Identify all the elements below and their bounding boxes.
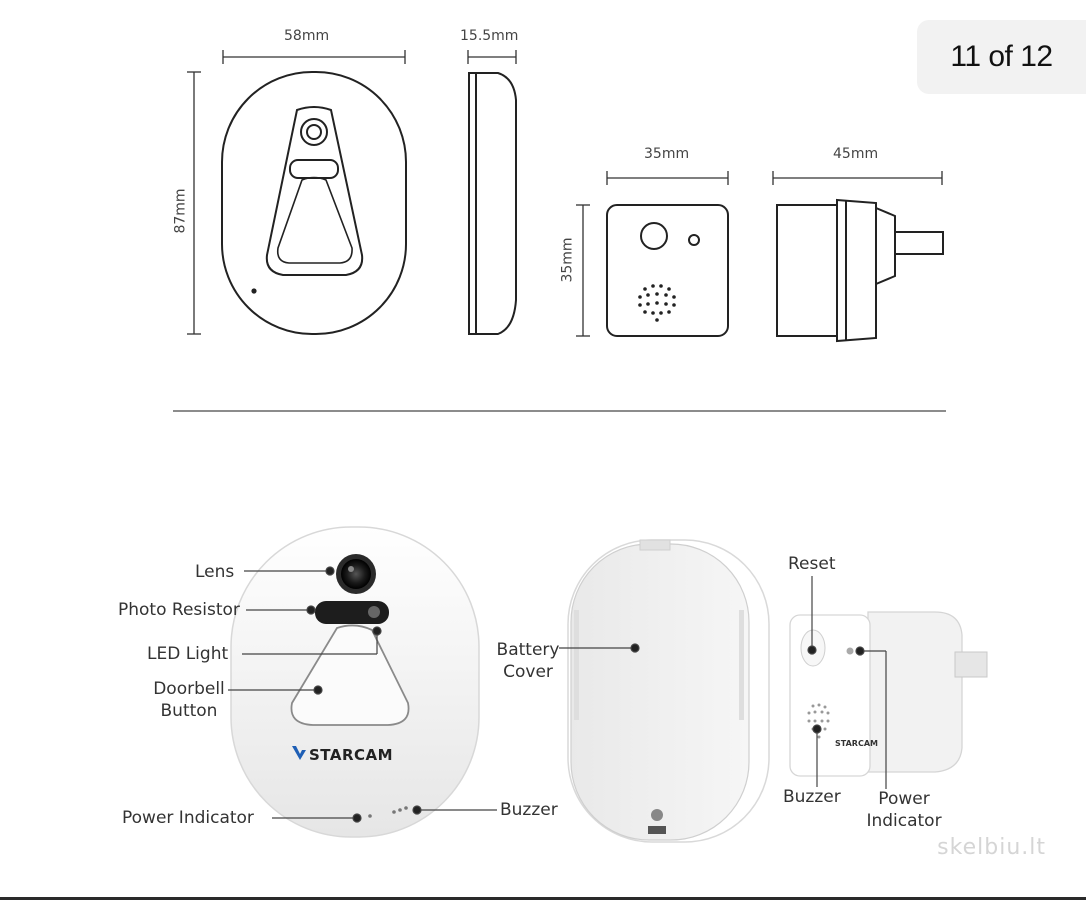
- svg-text:STARCAM: STARCAM: [835, 739, 878, 748]
- image-counter-badge: 11 of 12: [917, 20, 1086, 94]
- label-power-indicator-right-line1: Power: [878, 789, 930, 809]
- side-view-drawing: [468, 72, 517, 335]
- label-battery-cover-line1: Battery: [496, 640, 560, 660]
- dim-chime-width: 35mm: [644, 146, 690, 162]
- doorbell-front-render: STARCAM: [230, 526, 480, 838]
- label-power-indicator-right-line2: Indicator: [866, 811, 942, 831]
- watermark: skelbiu.lt: [937, 835, 1046, 860]
- label-battery-cover-line2: Cover: [503, 662, 553, 682]
- bottom-border: [0, 897, 1086, 900]
- front-view-drawing: [221, 71, 407, 335]
- chime-side-drawing: [776, 198, 944, 343]
- chime-front-drawing: [606, 204, 729, 337]
- label-doorbell-button-line2: Button: [160, 701, 218, 721]
- svg-text:STARCAM: STARCAM: [309, 746, 393, 764]
- callout-leaders: [228, 566, 887, 823]
- dim-thickness: 15.5mm: [460, 28, 519, 44]
- dimension-lines: [187, 50, 943, 337]
- chime-render: STARCAM: [789, 611, 988, 777]
- label-buzzer-right: Buzzer: [783, 787, 841, 807]
- label-photo-resistor: Photo Resistor: [118, 600, 240, 620]
- label-doorbell-button-line1: Doorbell: [153, 679, 225, 699]
- label-power-indicator-left: Power Indicator: [122, 808, 254, 828]
- label-battery-cover: Battery Cover: [490, 639, 566, 683]
- dim-chime-depth: 45mm: [833, 146, 879, 162]
- battery-cover-render: [567, 539, 770, 843]
- label-lens: Lens: [195, 562, 235, 582]
- dim-height-main: 87mm: [172, 188, 189, 234]
- label-reset: Reset: [788, 554, 836, 574]
- label-buzzer-left: Buzzer: [500, 800, 558, 820]
- starcam-logo: STARCAM: [292, 746, 393, 764]
- dim-chime-height: 35mm: [559, 237, 576, 283]
- label-power-indicator-right: Power Indicator: [856, 788, 952, 832]
- label-led-light: LED Light: [147, 644, 229, 664]
- dim-width-main: 58mm: [284, 28, 330, 44]
- label-doorbell-button: Doorbell Button: [142, 678, 236, 722]
